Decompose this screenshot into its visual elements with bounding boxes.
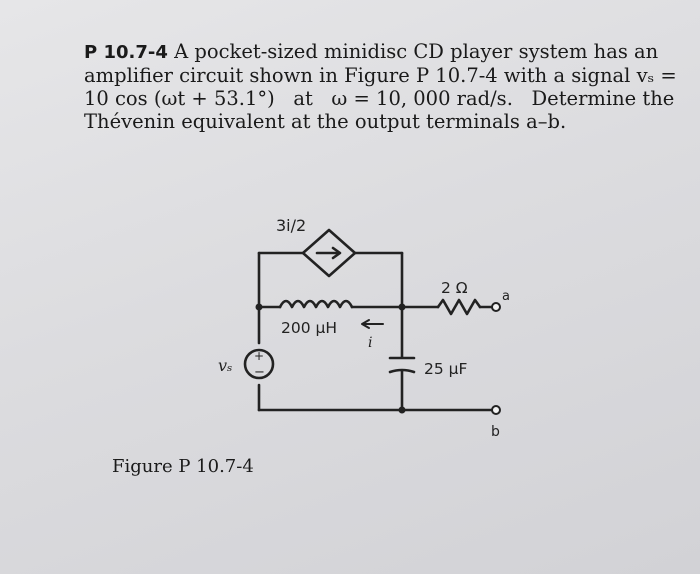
junction-dot [398, 406, 406, 414]
problem-line-2: amplifier circuit shown in Figure P 10.7… [84, 64, 677, 87]
problem-line-3: 10 cos (ωt + 53.1°) at ω = 10, 000 rad/s… [84, 87, 675, 110]
problem-number: P 10.7-4 [84, 42, 168, 63]
dependent-source-diamond [301, 228, 357, 278]
source-label: vₛ [218, 356, 232, 375]
resistor-label: 2 Ω [441, 279, 468, 297]
terminal-b [491, 405, 501, 415]
junction-dot [398, 303, 406, 311]
current-label: i [368, 335, 372, 351]
junction-dot [255, 303, 263, 311]
inductor [278, 299, 354, 309]
dependent-source-label: 3i/2 [276, 216, 306, 235]
problem-line-4: Thévenin equivalent at the output termin… [84, 110, 567, 133]
voltage-source [243, 348, 275, 380]
source-minus: − [254, 365, 265, 380]
problem-line-1: P 10.7-4 A pocket-sized minidisc CD play… [84, 40, 659, 63]
figure-caption: Figure P 10.7-4 [112, 456, 254, 477]
terminal-a-label: a [502, 289, 510, 304]
capacitor-plate-bottom [388, 368, 416, 374]
terminal-b-label: b [491, 424, 500, 440]
resistor [436, 298, 482, 316]
problem-statement: P 10.7-4 A pocket-sized minidisc CD play… [84, 40, 677, 133]
source-plus: + [254, 349, 264, 363]
capacitor-label: 25 μF [424, 360, 468, 378]
terminal-a [491, 302, 501, 312]
inductor-label: 200 μH [281, 319, 337, 337]
